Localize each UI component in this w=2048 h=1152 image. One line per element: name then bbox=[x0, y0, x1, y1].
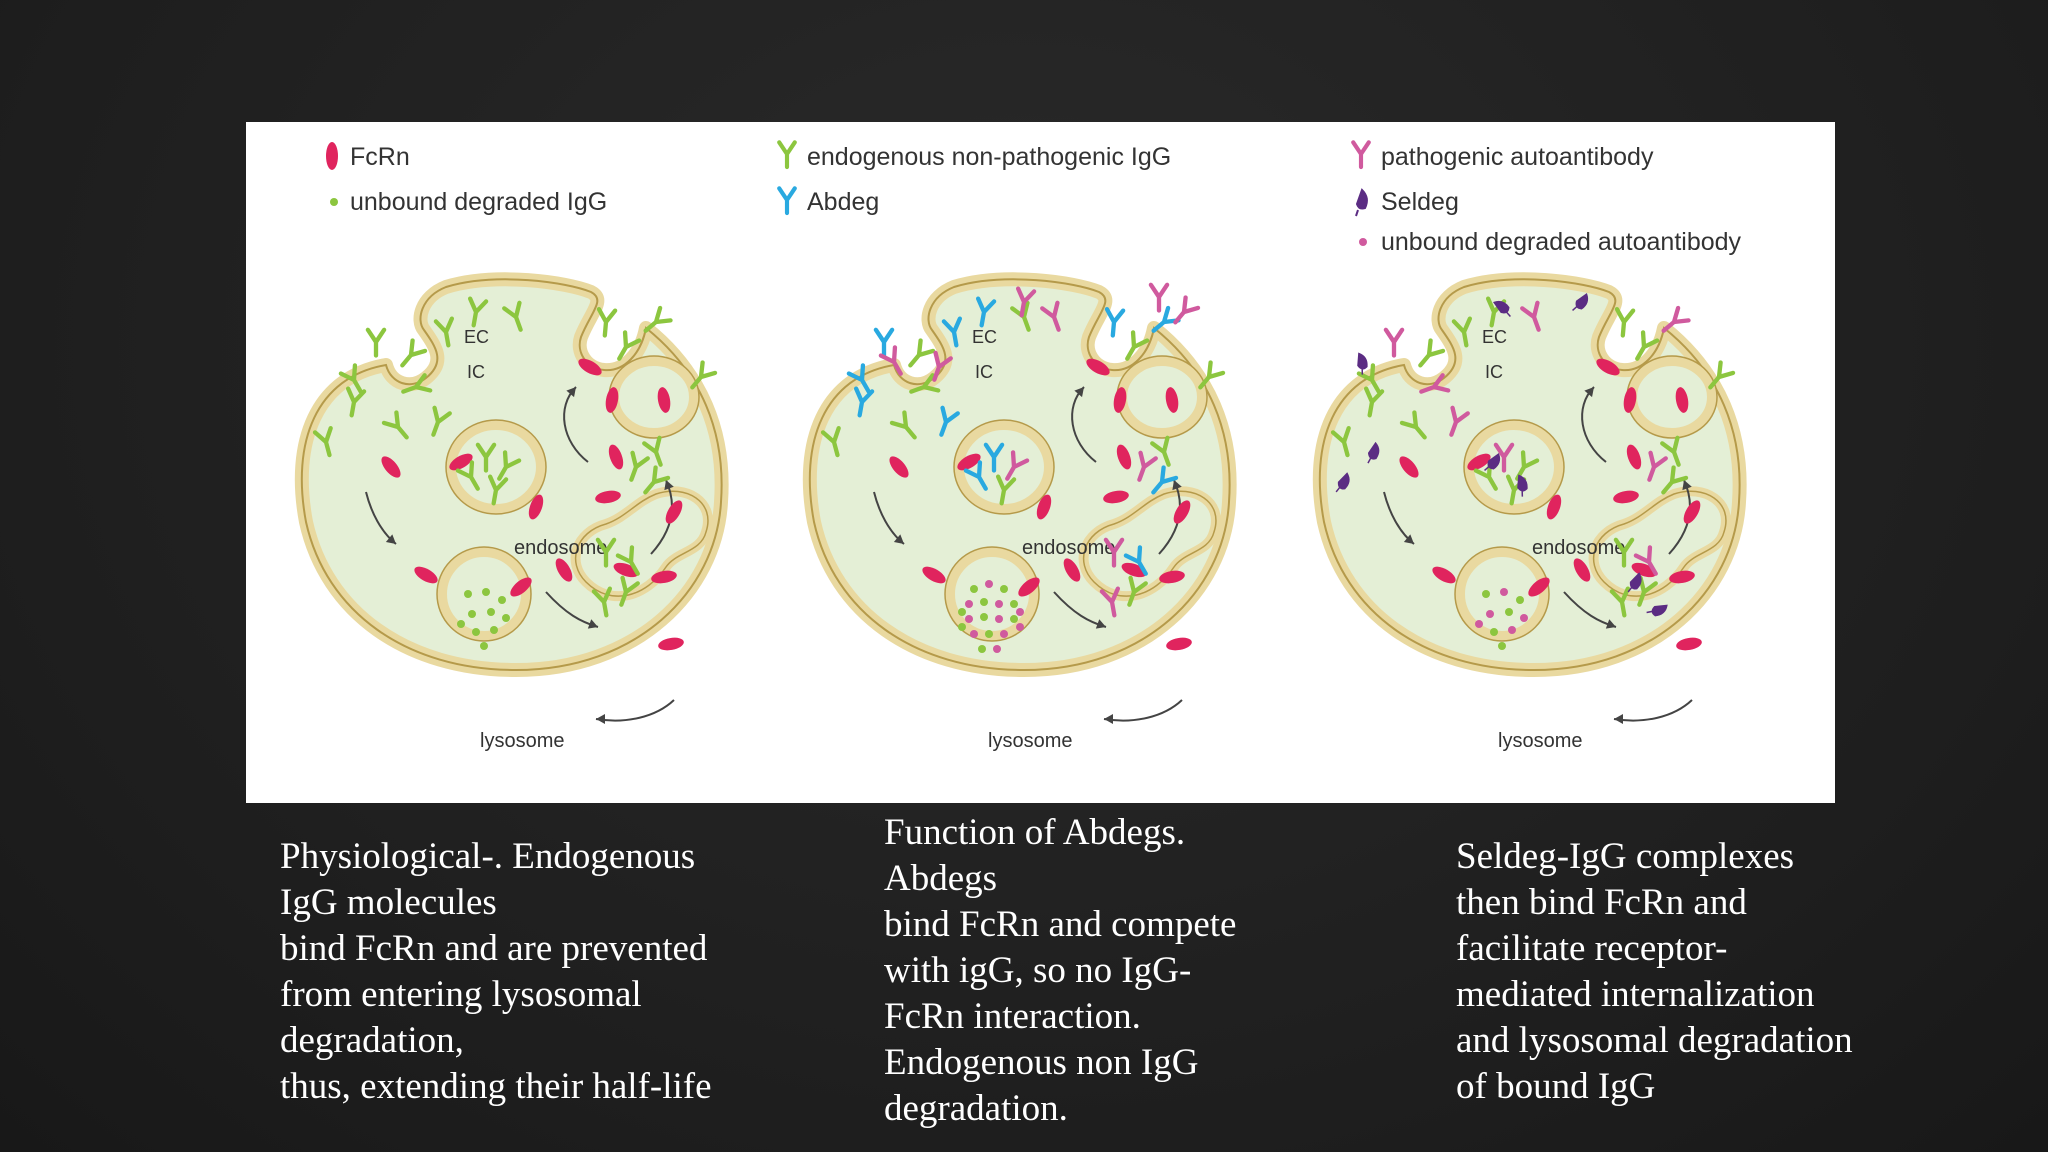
unbound-igg-legend-icon bbox=[330, 198, 338, 206]
degraded-fragment bbox=[1016, 608, 1024, 616]
degraded-fragment bbox=[958, 623, 966, 631]
arrow-head bbox=[1614, 714, 1623, 724]
label-ec: EC bbox=[464, 327, 489, 347]
recycling-vesicle bbox=[614, 361, 694, 433]
label-endosome: endosome bbox=[1022, 537, 1115, 559]
degraded-fragment bbox=[1000, 630, 1008, 638]
recycling-vesicle bbox=[1632, 361, 1712, 433]
fcrn-receptor bbox=[1165, 636, 1193, 652]
fcrn-receptor bbox=[657, 636, 685, 652]
degraded-fragment bbox=[1000, 585, 1008, 593]
degraded-fragment bbox=[995, 615, 1003, 623]
antibody-extracellular bbox=[597, 309, 615, 336]
antibody-extracellular bbox=[396, 340, 425, 370]
legend-endogenous-igg: endogenous non-pathogenic IgG bbox=[807, 143, 1171, 171]
degraded-fragment bbox=[958, 608, 966, 616]
degraded-fragment bbox=[490, 626, 498, 634]
degraded-fragment bbox=[1010, 600, 1018, 608]
legend-pathogenic: pathogenic autoantibody bbox=[1381, 143, 1654, 171]
antibody-extracellular bbox=[876, 330, 892, 356]
degraded-fragment bbox=[978, 645, 986, 653]
degraded-fragment bbox=[993, 645, 1001, 653]
label-ic: IC bbox=[975, 362, 993, 382]
degraded-fragment bbox=[1520, 614, 1528, 622]
arrow-head bbox=[1104, 714, 1113, 724]
legend-unbound-auto: unbound degraded autoantibody bbox=[1381, 228, 1742, 256]
degraded-fragment bbox=[985, 580, 993, 588]
endogenous-igg-legend-icon bbox=[779, 142, 795, 167]
degraded-fragment bbox=[1475, 620, 1483, 628]
fcrn-legend-icon bbox=[326, 142, 338, 170]
trafficking-arrow bbox=[1614, 700, 1692, 721]
legend-unbound-igg: unbound degraded IgG bbox=[350, 188, 607, 216]
antibody-extracellular bbox=[1151, 285, 1167, 311]
degraded-fragment bbox=[980, 613, 988, 621]
pathogenic-legend-icon bbox=[1353, 142, 1369, 167]
cell-panel-3: EC IC endosome lysosome bbox=[1320, 279, 1740, 752]
diagram-figure: FcRn unbound degraded IgG endogenous non… bbox=[246, 122, 1835, 803]
antibody-extracellular bbox=[904, 340, 933, 370]
label-ec: EC bbox=[972, 327, 997, 347]
caption-seldeg: Seldeg-IgG complexes then bind FcRn and … bbox=[1456, 834, 1956, 1110]
degraded-fragment bbox=[1482, 590, 1490, 598]
antibody-extracellular bbox=[1414, 340, 1443, 370]
legend-abdeg: Abdeg bbox=[807, 188, 879, 216]
label-endosome: endosome bbox=[514, 537, 607, 559]
degraded-fragment bbox=[480, 642, 488, 650]
legend-seldeg: Seldeg bbox=[1381, 188, 1459, 216]
label-lysosome: lysosome bbox=[480, 730, 564, 752]
degraded-fragment bbox=[1490, 628, 1498, 636]
degraded-fragment bbox=[970, 630, 978, 638]
caption-physiological: Physiological-. Endogenous IgG molecules… bbox=[280, 834, 800, 1110]
cell-panel-1: EC IC endosome lysosome bbox=[302, 279, 722, 752]
degraded-fragment bbox=[468, 610, 476, 618]
degraded-fragment bbox=[482, 588, 490, 596]
label-lysosome: lysosome bbox=[1498, 730, 1582, 752]
degraded-fragment bbox=[965, 615, 973, 623]
label-endosome: endosome bbox=[1532, 537, 1625, 559]
fcrn-receptor bbox=[1675, 636, 1703, 652]
legend: FcRn unbound degraded IgG endogenous non… bbox=[326, 142, 1742, 256]
degraded-fragment bbox=[970, 585, 978, 593]
degraded-fragment bbox=[1516, 596, 1524, 604]
abdeg-legend-icon bbox=[779, 188, 795, 213]
degraded-fragment bbox=[1505, 608, 1513, 616]
antibody-extracellular bbox=[1615, 309, 1633, 336]
degraded-fragment bbox=[995, 600, 1003, 608]
arrow-head bbox=[596, 714, 605, 724]
trafficking-arrow bbox=[596, 700, 674, 721]
fcrn-diagram: FcRn unbound degraded IgG endogenous non… bbox=[246, 122, 1835, 803]
degraded-fragment bbox=[487, 608, 495, 616]
degraded-fragment bbox=[1500, 588, 1508, 596]
antibody-extracellular bbox=[1169, 297, 1198, 327]
degraded-fragment bbox=[1498, 642, 1506, 650]
cell-panel-2: EC IC endosome lysosome bbox=[810, 279, 1230, 752]
label-ic: IC bbox=[1485, 362, 1503, 382]
degraded-fragment bbox=[502, 614, 510, 622]
unbound-auto-legend-icon bbox=[1359, 238, 1367, 246]
antibody-extracellular bbox=[1386, 330, 1402, 356]
degraded-fragment bbox=[965, 600, 973, 608]
label-lysosome: lysosome bbox=[988, 730, 1072, 752]
seldeg-legend-icon bbox=[1356, 190, 1367, 216]
degraded-fragment bbox=[472, 628, 480, 636]
antibody-extracellular bbox=[368, 330, 384, 356]
degraded-fragment bbox=[464, 590, 472, 598]
label-ic: IC bbox=[467, 362, 485, 382]
degraded-fragment bbox=[1486, 610, 1494, 618]
degraded-fragment bbox=[498, 596, 506, 604]
trafficking-arrow bbox=[1104, 700, 1182, 721]
label-ec: EC bbox=[1482, 327, 1507, 347]
legend-fcrn: FcRn bbox=[350, 143, 410, 171]
degraded-fragment bbox=[1508, 626, 1516, 634]
degraded-fragment bbox=[457, 620, 465, 628]
degraded-fragment bbox=[1016, 623, 1024, 631]
degraded-fragment bbox=[1010, 615, 1018, 623]
degraded-fragment bbox=[980, 598, 988, 606]
antibody-extracellular bbox=[1105, 309, 1123, 336]
recycling-vesicle bbox=[1122, 361, 1202, 433]
degraded-fragment bbox=[985, 630, 993, 638]
caption-abdeg-function: Function of Abdegs. Abdegs bind FcRn and… bbox=[884, 810, 1344, 1132]
